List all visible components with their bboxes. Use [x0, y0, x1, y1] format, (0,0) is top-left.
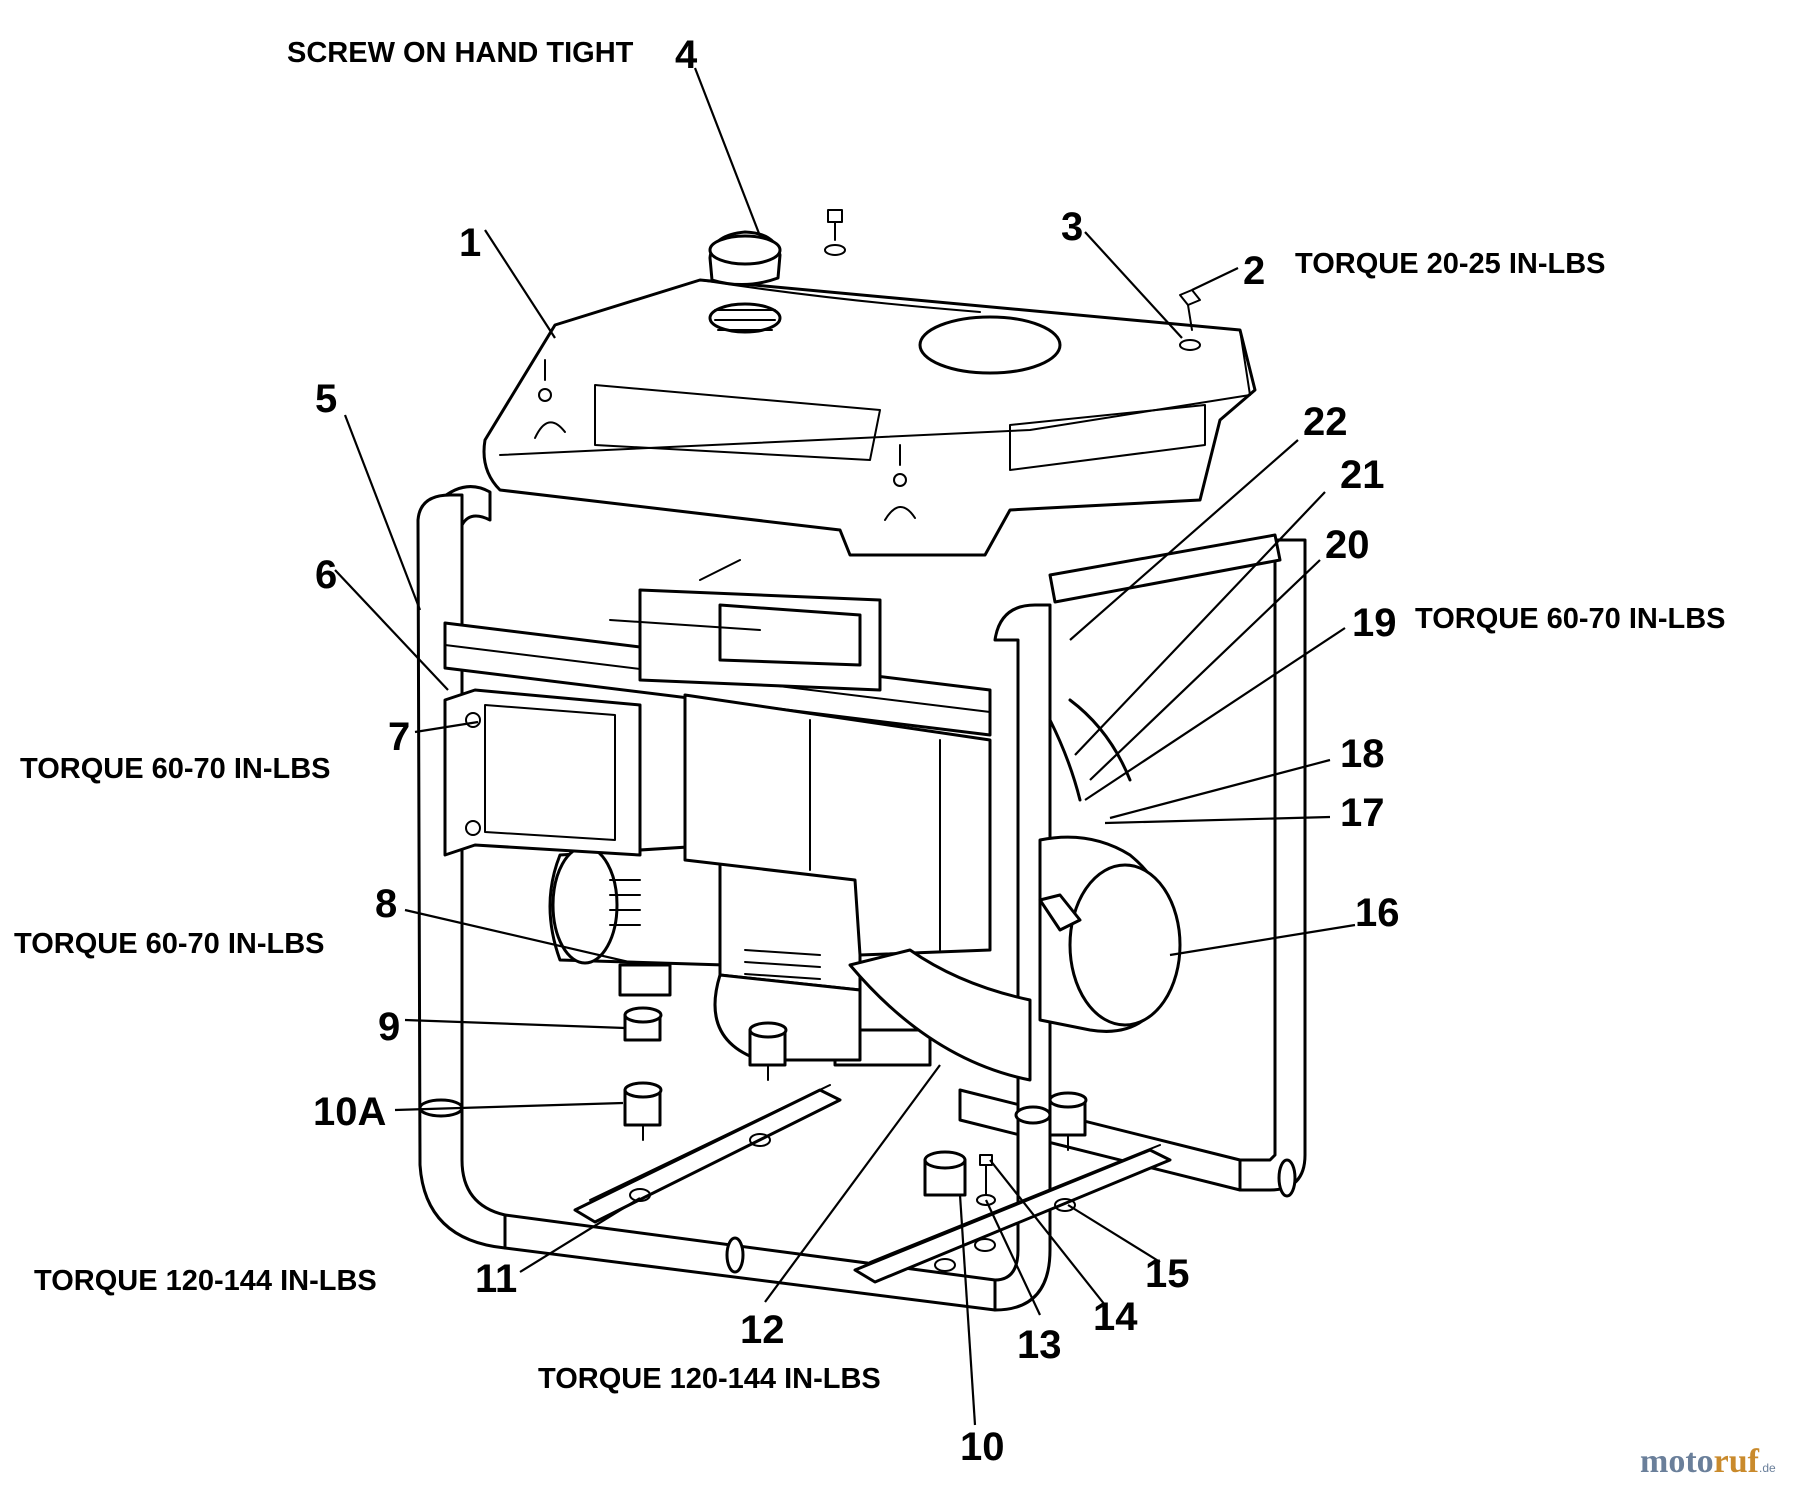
callout-11: 11: [475, 1257, 517, 1301]
note-torque-alternator: TORQUE 60-70 IN-LBS: [14, 928, 324, 960]
callout-2: 2: [1243, 249, 1265, 293]
callout-6: 6: [315, 553, 337, 597]
callout-17: 17: [1340, 791, 1385, 835]
callout-12: 12: [740, 1308, 785, 1352]
watermark-part-b: ruf: [1714, 1443, 1760, 1480]
note-torque-base-left: TORQUE 120-144 IN-LBS: [34, 1265, 377, 1297]
watermark-part-a: moto: [1640, 1443, 1714, 1480]
callout-15: 15: [1145, 1252, 1190, 1296]
callout-9: 9: [378, 1005, 400, 1049]
callout-20: 20: [1325, 523, 1370, 567]
fuel-tank: [482, 278, 1257, 557]
callout-21: 21: [1340, 453, 1385, 497]
callout-8: 8: [375, 882, 397, 926]
callout-19: 19: [1352, 601, 1397, 645]
callout-numbers: 1 2 3 4 5 6 7 8 9 10 10A 11 12 13 14 15 …: [313, 33, 1400, 1469]
note-torque-right: TORQUE 60-70 IN-LBS: [1415, 603, 1725, 635]
callout-18: 18: [1340, 732, 1385, 776]
leader-lines: [334, 67, 1356, 1426]
note-screw-on-hand-tight: SCREW ON HAND TIGHT: [287, 37, 634, 69]
alternator: [548, 843, 932, 1067]
note-torque-tank: TORQUE 20-25 IN-LBS: [1295, 248, 1605, 280]
watermark-logo: motoruf.de: [1640, 1443, 1776, 1480]
tubular-frame: [416, 485, 1307, 1312]
engine-block: [443, 559, 1182, 1082]
note-torque-panel: TORQUE 60-70 IN-LBS: [20, 753, 330, 785]
fasteners: [623, 209, 1201, 1272]
callout-4: 4: [675, 33, 698, 77]
callout-10: 10: [960, 1425, 1005, 1469]
callout-1: 1: [459, 221, 481, 265]
fuel-cap: [708, 230, 782, 287]
note-torque-base-bottom: TORQUE 120-144 IN-LBS: [538, 1363, 881, 1395]
callout-7: 7: [388, 715, 410, 759]
watermark-part-c: .de: [1759, 1461, 1776, 1475]
callout-16: 16: [1355, 891, 1400, 935]
callout-3: 3: [1061, 205, 1083, 249]
callout-5: 5: [315, 377, 337, 421]
callout-14: 14: [1093, 1295, 1138, 1339]
callout-22: 22: [1303, 400, 1348, 444]
assembly-notes: SCREW ON HAND TIGHT TORQUE 20-25 IN-LBS …: [14, 37, 1725, 1395]
callout-10a: 10A: [313, 1090, 386, 1134]
callout-13: 13: [1017, 1323, 1062, 1367]
svg-text:motoruf.de: motoruf.de: [1640, 1443, 1776, 1480]
